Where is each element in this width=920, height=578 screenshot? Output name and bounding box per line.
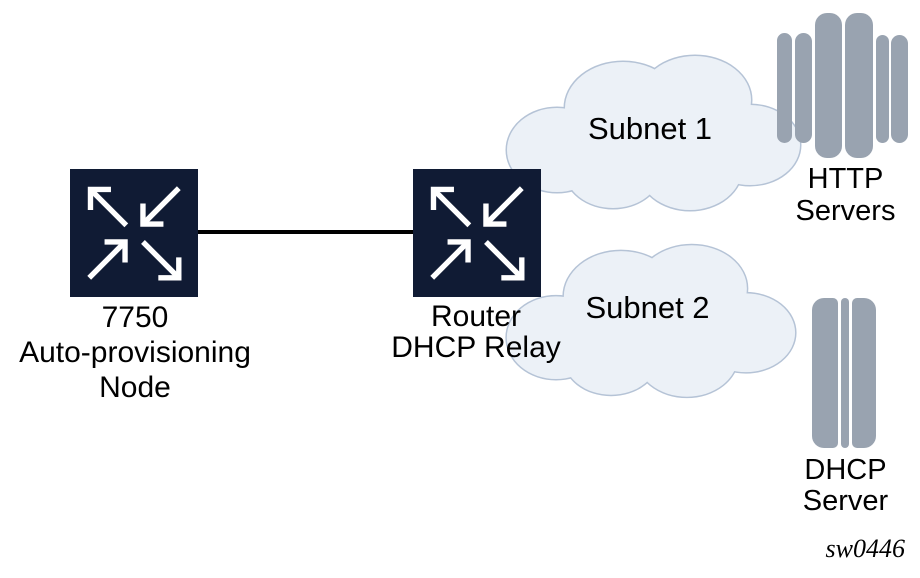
server-tower-icon (777, 33, 812, 143)
dhcp-server-label: DHCP Server (783, 455, 908, 517)
cloud-icon (505, 243, 797, 399)
server-bar (852, 298, 876, 448)
server-tower-icon (815, 13, 873, 158)
server-label-line: Server (802, 485, 889, 517)
server-bar (815, 13, 842, 158)
link-line (197, 230, 414, 234)
server-label-line: HTTP (807, 163, 884, 195)
server-label-line: Servers (795, 195, 896, 227)
cloud-icon (505, 54, 802, 212)
node-label-line: 7750 (101, 301, 169, 334)
node-label-line: Node (99, 371, 171, 404)
router-dhcp-relay-label: Router DHCP Relay (371, 301, 581, 363)
server-label-line: DHCP (804, 454, 887, 486)
server-bar (845, 13, 873, 158)
node-label-line: DHCP Relay (391, 331, 561, 364)
auto-provisioning-node (70, 169, 198, 297)
server-bar (777, 33, 792, 143)
http-servers-label: HTTP Servers (783, 163, 908, 227)
server-bar (841, 298, 849, 448)
server-tower-icon (812, 298, 876, 448)
subnet1-label: Subnet 1 (587, 111, 713, 146)
server-bar (812, 298, 838, 448)
subnet2-label: Subnet 2 (585, 290, 710, 325)
subnet2-cloud: Subnet 2 (495, 228, 800, 408)
subnet1-cloud: Subnet 1 (495, 40, 805, 220)
http-servers-icon (775, 13, 910, 158)
node-label-line: Auto-provisioning (19, 336, 251, 369)
four-arrows-icon (87, 186, 182, 281)
router-dhcp-relay-node (413, 169, 541, 297)
server-bar (891, 35, 908, 143)
four-arrows-icon (430, 186, 525, 281)
node-label-line: Router (430, 300, 522, 333)
server-bar (795, 33, 812, 143)
dhcp-server-icon (812, 298, 878, 448)
server-bar (876, 35, 889, 143)
server-tower-icon (876, 35, 908, 143)
figure-watermark: sw0446 (825, 534, 905, 563)
auto-provisioning-node-label: 7750 Auto-provisioning Node (5, 300, 265, 405)
